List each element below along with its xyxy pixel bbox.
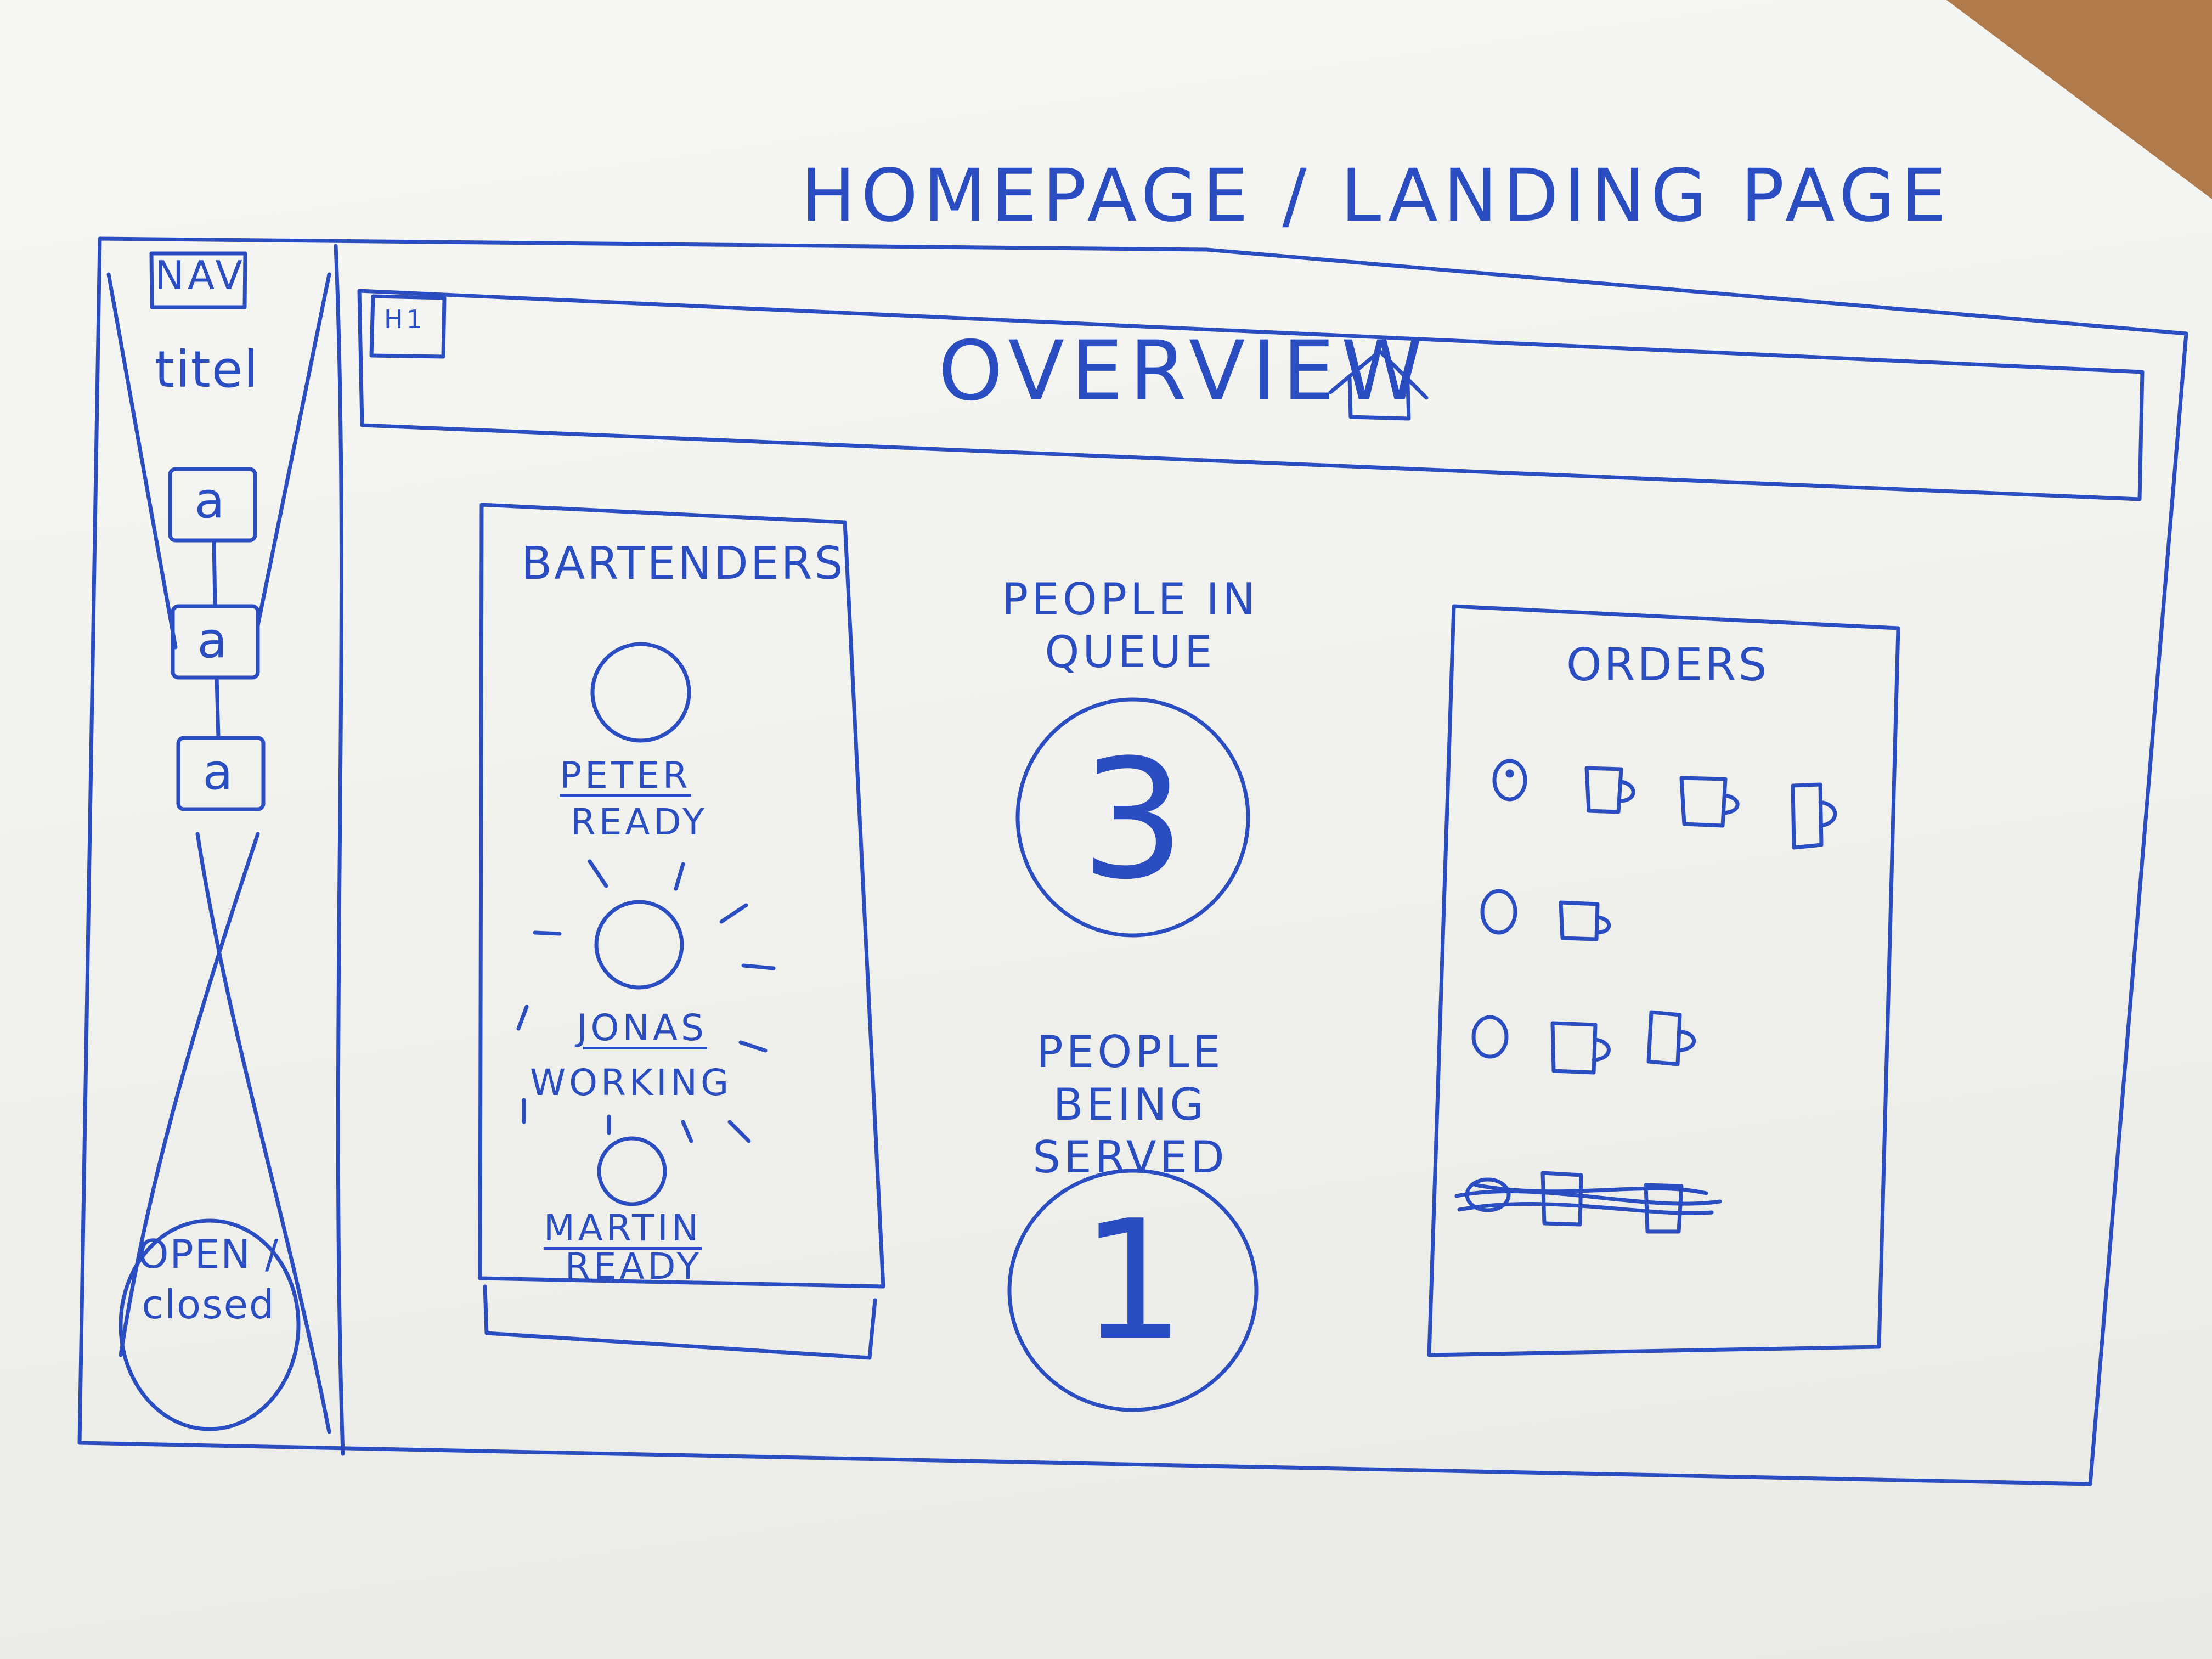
h1-tag: H1 [384, 304, 426, 334]
queue-count: 3 [1080, 724, 1186, 916]
bartender-avatar-3 [597, 1136, 667, 1206]
open-toggle-circle [119, 1218, 301, 1431]
app-frame [77, 236, 2188, 1486]
h1-box [369, 294, 447, 359]
home-icon [1328, 349, 1429, 421]
served-circle [1007, 1169, 1259, 1412]
open-closed-toggle[interactable]: OPEN / closed [137, 1231, 280, 1328]
nav-title-box [149, 251, 247, 309]
bartender-avatar-2 [594, 900, 684, 990]
bartender-avatar-1 [590, 642, 691, 743]
served-label: PEOPLE BEING SERVED [1032, 1026, 1228, 1183]
bartenders-title: BARTENDERS [521, 538, 845, 590]
nav-item-connectors [212, 538, 221, 740]
orders-card [1427, 604, 1900, 1357]
queue-label: PEOPLE IN QUEUE [1002, 574, 1259, 678]
orders-row-2 [1480, 889, 1611, 941]
nav-funnel-lines [106, 272, 331, 1434]
bartender-name-3: MARTIN [543, 1207, 702, 1249]
nav-title: titel [155, 340, 259, 399]
served-count: 1 [1080, 1185, 1186, 1376]
bartenders-card [478, 503, 885, 1289]
working-glow-rays [516, 859, 776, 1143]
nav-item-3[interactable]: a [202, 743, 236, 801]
orders-row-3 [1471, 1010, 1696, 1075]
bartender-name-2: JONAS [577, 1007, 707, 1049]
orders-title: ORDERS [1566, 639, 1769, 691]
orders-row-1 [1492, 759, 1837, 850]
nav-item-2[interactable]: a [197, 612, 231, 669]
bartender-name-1: PETER [560, 754, 691, 797]
bartender-status-2: WORKING [529, 1062, 732, 1104]
bartenders-card-extension [483, 1284, 877, 1360]
header-bar [357, 289, 2145, 501]
nav-item-1[interactable]: a [194, 472, 228, 529]
nav-label: NAV [155, 252, 246, 298]
overview-heading: OVERVIEW [938, 324, 1429, 419]
orders-crossed-row [1454, 1171, 1722, 1234]
bartender-status-3: READY [565, 1245, 703, 1288]
nav-item-box-3 [176, 736, 266, 811]
page-title: HOMEPAGE / LANDING PAGE [801, 154, 1952, 238]
smiley-face-features [1505, 769, 1514, 778]
queue-circle [1015, 697, 1250, 938]
nav-divider [334, 244, 345, 1456]
bartender-status-1: READY [570, 801, 708, 843]
